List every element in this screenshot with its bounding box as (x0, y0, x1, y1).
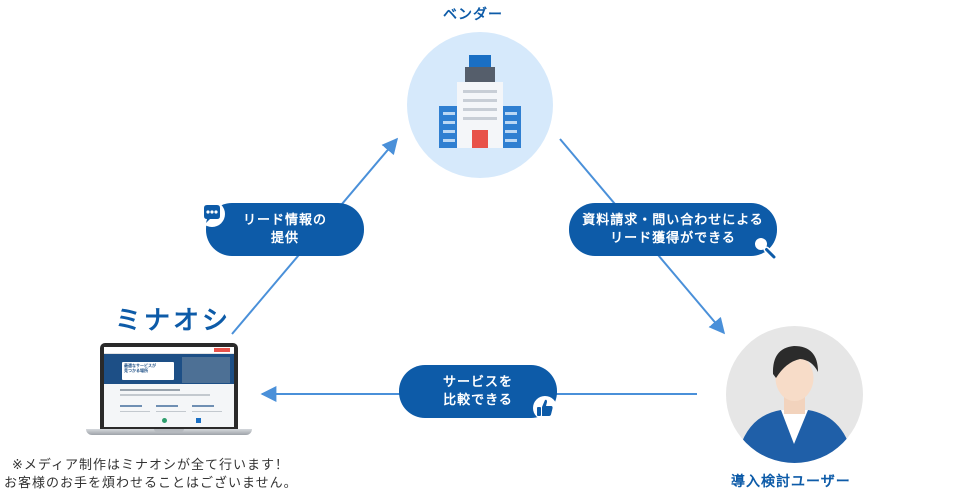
screen-hero: 最適なサービスが 見つかる場所 (104, 354, 234, 384)
screen-content-line (120, 394, 210, 396)
laptop-notch (154, 429, 184, 432)
edge-label-line: サービスを (442, 374, 513, 390)
magnifier-icon (752, 235, 777, 260)
laptop-screen: 最適なサービスが 見つかる場所 (104, 347, 234, 427)
building-icon (407, 32, 553, 178)
screen-dot (162, 418, 167, 423)
footnote-line: ※メディア制作はミナオシが全て行います！ (12, 458, 289, 473)
screen-content-line (192, 405, 214, 407)
edge-label-lead-provision: リード情報の 提供 (206, 203, 364, 256)
edge-label-lead-acquisition: 資料請求・問い合わせによる リード獲得ができる (569, 203, 777, 256)
screen-content-line (120, 389, 180, 391)
edge-label-service-comparison: サービスを 比較できる (399, 365, 557, 418)
edge-label-line: 比較できる (443, 392, 513, 408)
screen-hero-photo (182, 357, 230, 383)
screen-content-line (120, 411, 150, 412)
edge-label-line: リード獲得ができる (610, 230, 736, 246)
screen-nav-accent (214, 348, 230, 352)
edge-label-line: 提供 (270, 230, 299, 246)
screen-content-line (120, 405, 142, 407)
speech-bubble-icon (199, 201, 225, 227)
screen-content-line (192, 411, 222, 412)
vendor-label: ベンダー (443, 7, 503, 23)
screen-hero-line2: 見つかる場所 (124, 368, 148, 373)
laptop-base (86, 429, 252, 435)
minaoshi-logo: ミナオシ (115, 306, 232, 336)
screen-nav-bar (104, 347, 234, 354)
laptop-mockup: 最適なサービスが 見つかる場所 (86, 343, 252, 438)
edge-label-line: 資料請求・問い合わせによる (582, 212, 764, 228)
user-avatar-icon (726, 326, 863, 463)
laptop-bezel: 最適なサービスが 見つかる場所 (100, 343, 238, 429)
user-label: 導入検討ユーザー (731, 474, 851, 490)
screen-dot (196, 418, 201, 423)
screen-content-line (156, 405, 178, 407)
screen-hero-box: 最適なサービスが 見つかる場所 (122, 362, 174, 380)
screen-hero-line1: 最適なサービスが (124, 363, 156, 368)
edge-label-line: リード情報の (242, 212, 327, 228)
footnote-line: お客様のお手を煩わせることはございません。 (4, 476, 298, 491)
screen-content-line (156, 411, 186, 412)
thumbs-up-icon (533, 396, 557, 420)
